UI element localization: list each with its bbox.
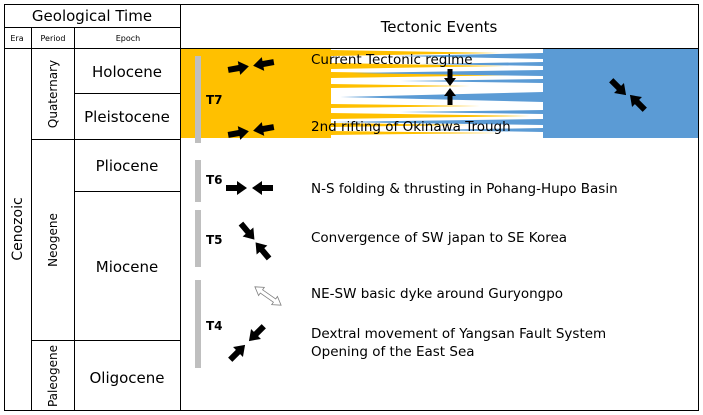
period-paleogene-label: Paleogene: [46, 345, 60, 407]
compression-arrow-icon: [444, 88, 456, 105]
compression-arrow-icon: [228, 344, 246, 362]
table-grid: [4, 4, 699, 411]
period-neogene-label: Neogene: [46, 213, 60, 267]
compression-arrow-icon: [252, 181, 273, 195]
extension-double-arrow-icon: [254, 286, 282, 306]
stage-t5-label: T5: [206, 233, 223, 247]
event-pohang-folding: N-S folding & thrusting in Pohang-Hupo B…: [311, 181, 618, 197]
era-cenozoic-label: Cenozoic: [10, 197, 26, 260]
event-current-regime: Current Tectonic regime: [311, 52, 473, 68]
compression-arrow-icon: [629, 94, 647, 112]
epoch-pliocene-label: Pliocene: [96, 157, 159, 175]
event-okinawa-rifting: 2nd rifting of Okinawa Trough: [311, 119, 511, 135]
compression-arrow-icon: [227, 126, 249, 140]
event-convergence: Convergence of SW japan to SE Korea: [311, 230, 567, 246]
stage-bar-t4: [195, 280, 201, 368]
stage-t6-label: T6: [206, 173, 223, 187]
era-header: Era: [10, 34, 23, 43]
compression-arrow-icon: [253, 122, 275, 136]
epoch-holocene-label: Holocene: [92, 63, 162, 81]
compression-arrow-icon: [609, 78, 627, 96]
epoch-oligocene-label: Oligocene: [89, 369, 164, 387]
regime-transition-wedges: [330, 50, 543, 135]
compression-arrow-icon: [248, 324, 266, 342]
tectonic-events-header: Tectonic Events: [380, 18, 498, 36]
event-yangsan-fault: Dextral movement of Yangsan Fault System: [311, 326, 606, 342]
compression-arrow-icon: [255, 242, 272, 261]
compression-arrow-icon: [444, 69, 456, 86]
quaternary-orange-band: [181, 48, 331, 138]
stage-t7-label: T7: [206, 93, 223, 107]
epoch-miocene-label: Miocene: [96, 258, 159, 276]
period-quaternary-label: Quaternary: [46, 60, 60, 128]
epoch-header: Epoch: [116, 34, 141, 43]
event-east-sea-opening: Opening of the East Sea: [311, 344, 475, 360]
compression-arrow-icon: [253, 57, 275, 71]
stage-bar-t7: [195, 56, 201, 143]
compression-arrow-icon: [238, 221, 255, 240]
compression-arrow-icon: [226, 181, 247, 195]
epoch-pleistocene-label: Pleistocene: [84, 108, 170, 126]
period-header: Period: [41, 34, 66, 43]
geological-time-header: Geological Time: [32, 7, 152, 25]
stage-bar-t6: [195, 160, 201, 202]
compression-arrow-icon: [227, 61, 249, 75]
stage-t4-label: T4: [206, 319, 223, 333]
stage-bar-t5: [195, 210, 201, 267]
event-dyke: NE-SW basic dyke around Guryongpo: [311, 286, 563, 302]
